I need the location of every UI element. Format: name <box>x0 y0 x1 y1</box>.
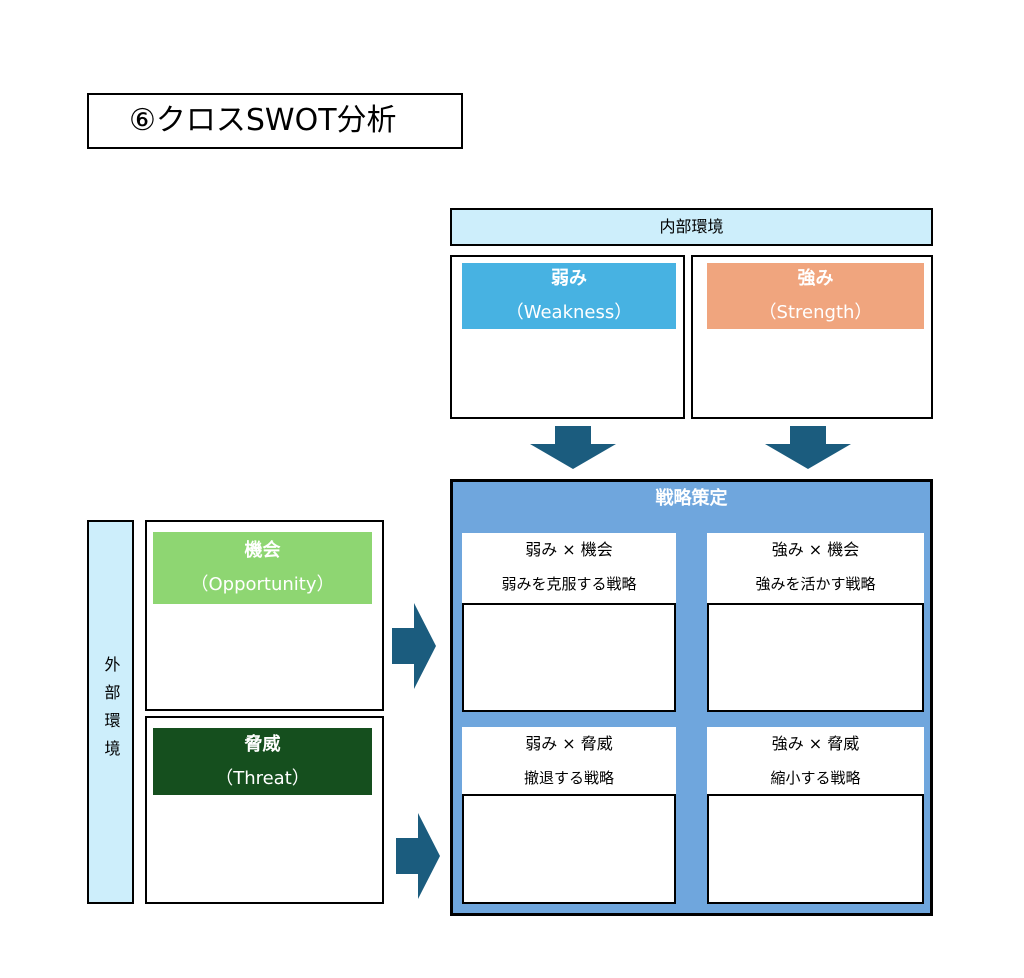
strategy-cell-strength-threat-header: 強み × 脅威 縮小する戦略 <box>707 727 924 794</box>
cell-strategy: 弱みを克服する戦略 <box>501 575 637 593</box>
right-arrow-icon <box>396 813 440 899</box>
strategy-title: 戦略策定 <box>655 488 728 509</box>
threat-english: （Threat） <box>215 767 310 789</box>
opportunity-english: （Opportunity） <box>190 574 335 595</box>
page-title: ⑥クロスSWOT分析 <box>87 93 463 149</box>
right-arrow-icon <box>392 603 436 689</box>
cell-strategy: 強みを活かす戦略 <box>755 575 876 593</box>
cell-combo: 強み × 機会 <box>771 540 860 559</box>
cell-combo: 強み × 脅威 <box>771 734 860 753</box>
cell-strategy: 縮小する戦略 <box>770 769 861 787</box>
strength-name: 強み <box>797 268 834 289</box>
weakness-name: 弱み <box>551 268 587 289</box>
external-environment-label: 外部環境 <box>87 520 134 904</box>
strategy-cell-weakness-threat-body <box>462 794 676 904</box>
opportunity-name: 機会 <box>244 540 281 561</box>
cell-combo: 弱み × 機会 <box>525 540 613 559</box>
opportunity-label: 機会 （Opportunity） <box>153 532 372 604</box>
strategy-cell-strength-opportunity-body <box>707 603 924 712</box>
strategy-cell-weakness-opportunity-body <box>462 603 676 712</box>
strategy-cell-weakness-opportunity-header: 弱み × 機会 弱みを克服する戦略 <box>462 533 676 603</box>
strategy-cell-weakness-threat-header: 弱み × 脅威 撤退する戦略 <box>462 727 676 794</box>
weakness-english: （Weakness） <box>505 302 633 323</box>
strength-label: 強み （Strength） <box>707 263 924 329</box>
threat-label: 脅威 （Threat） <box>153 728 372 795</box>
strategy-cell-strength-opportunity-header: 強み × 機会 強みを活かす戦略 <box>707 533 924 603</box>
cell-strategy: 撤退する戦略 <box>523 769 614 787</box>
external-environment-text: 外部環境 <box>101 656 121 768</box>
threat-name: 脅威 <box>244 733 281 755</box>
strategy-cell-strength-threat-body <box>707 794 924 904</box>
cell-combo: 弱み × 脅威 <box>525 734 613 753</box>
weakness-label: 弱み （Weakness） <box>462 263 676 329</box>
strength-english: （Strength） <box>758 302 873 323</box>
down-arrow-icon <box>530 426 616 469</box>
down-arrow-icon <box>765 426 851 469</box>
internal-environment-header: 内部環境 <box>450 208 933 246</box>
